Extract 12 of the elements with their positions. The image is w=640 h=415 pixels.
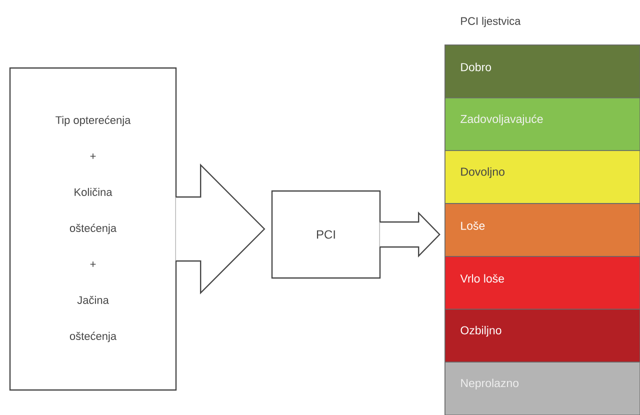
scale-band: Dovoljno [444, 150, 640, 204]
block-arrow [379, 212, 440, 258]
scale-band: Neprolazno [444, 362, 640, 415]
scale-band: Zadovoljavajuće [444, 97, 640, 152]
scale-band: Ozbiljno [444, 308, 640, 363]
process-box: PCI [271, 190, 381, 279]
scale-band: Vrlo loše [444, 256, 640, 310]
scale-title: PCI ljestvica [461, 16, 521, 28]
input-box: Tip opterećenja + Količina oštećenja + Jačina oštećenja [9, 67, 177, 391]
scale-band: Dobro [444, 44, 640, 98]
block-arrow [175, 164, 266, 294]
scale-band: Loše [444, 203, 640, 257]
